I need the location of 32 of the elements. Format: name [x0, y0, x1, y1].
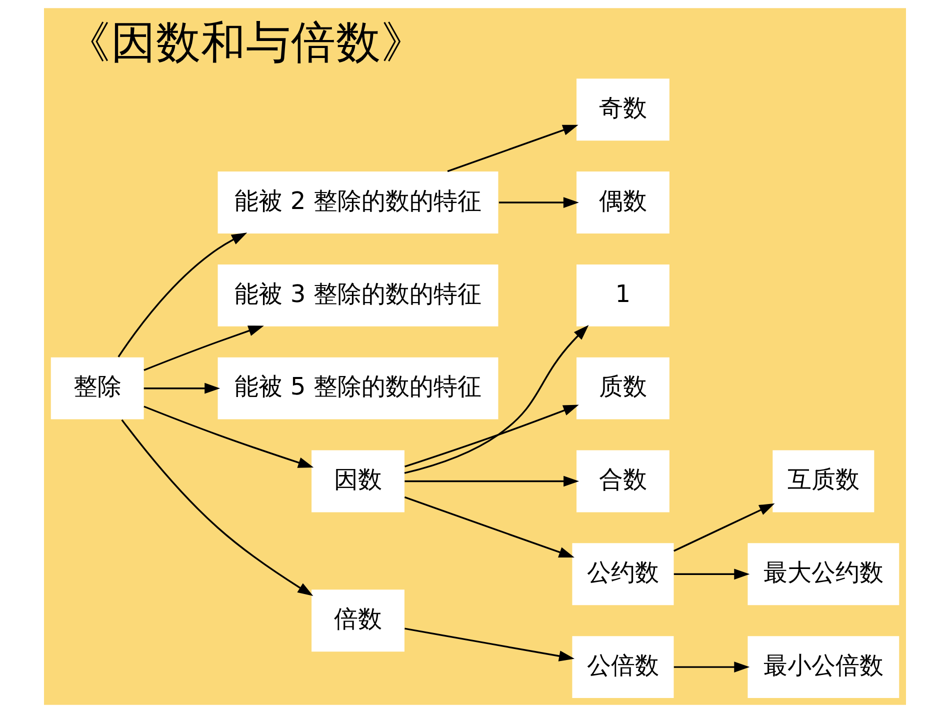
arrow	[404, 628, 575, 662]
node-box: 最小公倍数	[748, 636, 900, 698]
arrow	[674, 503, 775, 552]
arrow	[674, 568, 750, 580]
arrow	[498, 197, 579, 208]
arrow	[404, 476, 580, 487]
node-box: 能被 5 整除的数的特征	[218, 357, 498, 420]
node-box: 1	[576, 264, 670, 326]
node-box: 能被 2 整除的数的特征	[218, 172, 498, 234]
arrow	[144, 326, 264, 371]
arrow	[404, 404, 579, 468]
arrow	[404, 324, 589, 474]
arrow	[144, 382, 220, 394]
arrow	[118, 232, 248, 358]
node-box: 因数	[312, 450, 404, 512]
arrow	[144, 406, 314, 468]
node-box: 整除	[50, 357, 144, 420]
node-box: 偶数	[576, 172, 670, 234]
node-box: 公倍数	[572, 636, 674, 698]
node-box: 倍数	[312, 590, 404, 652]
arrow	[674, 662, 750, 672]
node-box: 质数	[576, 357, 670, 420]
arrow	[121, 419, 314, 596]
node-box: 奇数	[576, 78, 670, 141]
diagram-title: 《因数和与倍数》	[66, 16, 426, 69]
node-box: 合数	[576, 450, 670, 512]
node-box: 互质数	[772, 450, 874, 512]
node-box: 能被 3 整除的数的特征	[218, 264, 498, 326]
node-box: 最大公约数	[748, 543, 900, 606]
arrow	[404, 496, 574, 558]
arrow	[447, 124, 578, 172]
node-box: 公约数	[572, 543, 674, 606]
